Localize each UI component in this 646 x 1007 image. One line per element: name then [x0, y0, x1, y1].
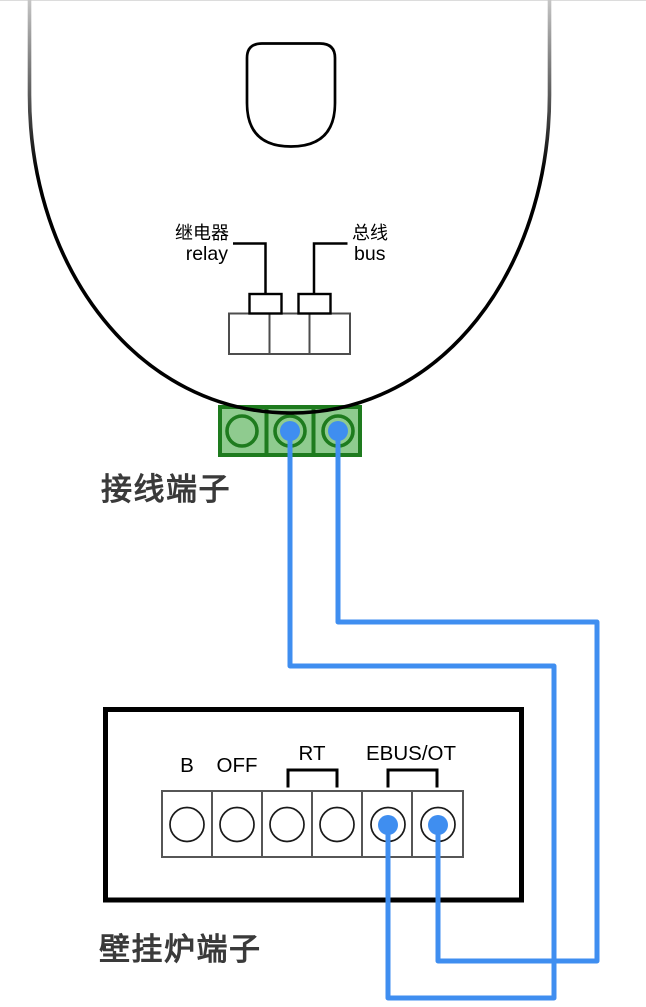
- relay-label-en: relay: [186, 243, 229, 265]
- label-ebus-ot: EBUS/OT: [366, 742, 456, 765]
- wire-dot-ebus-left: [378, 815, 398, 835]
- pcb-connector-body: [228, 312, 351, 355]
- label-b: B: [180, 754, 194, 777]
- pcb-connector-drawing: 继电器 relay 总线 bus: [175, 223, 388, 355]
- caption-wiring-terminal: 接线端子: [101, 472, 231, 507]
- caption-boiler-terminal: 壁挂炉端子: [99, 932, 262, 967]
- wire-dot-thermostat-terminal-3: [328, 421, 348, 441]
- wire-dot-thermostat-terminal-2: [280, 421, 300, 441]
- bus-label-zh: 总线: [352, 223, 388, 243]
- boiler-terminal-hole-2: [219, 806, 255, 843]
- bus-leader-line: [312, 242, 348, 294]
- pcb-relay-tab: [248, 292, 283, 315]
- thermostat-terminal-ring-1: [225, 414, 259, 448]
- thermostat-button-cutout: [245, 42, 337, 148]
- boiler-terminal-hole-4: [319, 806, 355, 843]
- ebus-ot-bracket: [386, 768, 439, 788]
- rt-bracket: [286, 768, 339, 788]
- boiler-terminal-hole-3: [269, 806, 305, 843]
- relay-label-zh: 继电器: [175, 223, 229, 243]
- label-rt: RT: [299, 742, 326, 765]
- label-off: OFF: [217, 754, 258, 777]
- pcb-bus-tab: [297, 292, 332, 315]
- wire-dot-ebus-right: [428, 815, 448, 835]
- wire-thermostat2-to-ebus-left: [287, 431, 557, 1001]
- boiler-terminal-hole-1: [169, 806, 205, 843]
- wire-thermostat3-to-ebus-right: [335, 431, 600, 964]
- thermostat-outline: [27, 0, 552, 415]
- relay-leader-line: [233, 242, 267, 294]
- boiler-panel: B OFF RT EBUS/OT: [103, 707, 524, 903]
- bus-label-en: bus: [354, 243, 386, 265]
